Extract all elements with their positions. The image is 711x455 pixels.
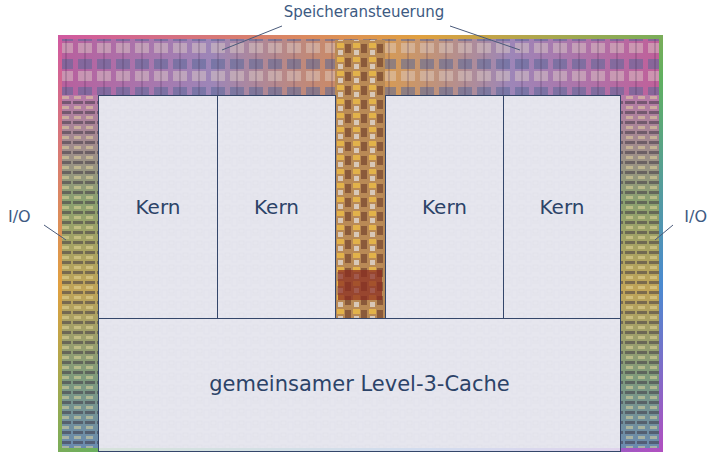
core-box: Kern [503,95,621,319]
io-area [62,95,98,449]
box-label: Kern [136,195,181,219]
uncore-area [335,40,385,318]
box-label: Kern [540,195,585,219]
cache-box: gemeinsamer Level-3-Cache [98,318,621,452]
leader-line [222,26,282,50]
die-base [58,35,663,452]
region-label: I/O [684,207,707,226]
leader-line [655,225,673,240]
leader-line [450,26,520,50]
io-texture [62,95,98,449]
leader-line [44,225,66,240]
io-area [621,95,659,449]
box-label: gemeinsamer Level-3-Cache [209,372,510,397]
box-label: Kern [254,195,299,219]
region-label: I/O [8,207,31,226]
core-box: Kern [385,95,504,319]
box-label: Kern [422,195,467,219]
uncore-block [338,270,382,300]
core-box: Kern [217,95,336,319]
region-label: Speicheransteuerung [284,3,445,21]
io-texture [621,95,659,449]
core-box: Kern [98,95,218,319]
